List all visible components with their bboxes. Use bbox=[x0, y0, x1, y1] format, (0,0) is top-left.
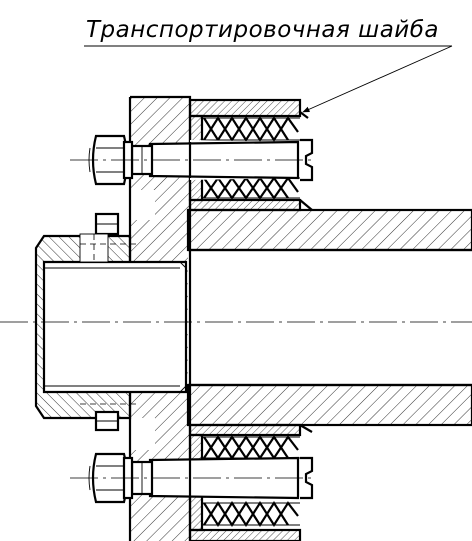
shaft bbox=[186, 208, 472, 427]
callout: Транспортировочная шайба bbox=[84, 17, 453, 113]
center-lines bbox=[0, 159, 472, 479]
callout-label: Транспортировочная шайба bbox=[86, 17, 439, 43]
shaft-wall-top bbox=[188, 210, 472, 250]
upper-transport-washer bbox=[300, 138, 314, 182]
upper-bolt bbox=[88, 111, 314, 211]
lower-transport-washer bbox=[300, 456, 314, 500]
lower-bolt bbox=[88, 424, 314, 504]
leader-arrow bbox=[302, 45, 453, 113]
central-plug bbox=[34, 212, 188, 432]
shaft-wall-bottom bbox=[188, 385, 472, 425]
